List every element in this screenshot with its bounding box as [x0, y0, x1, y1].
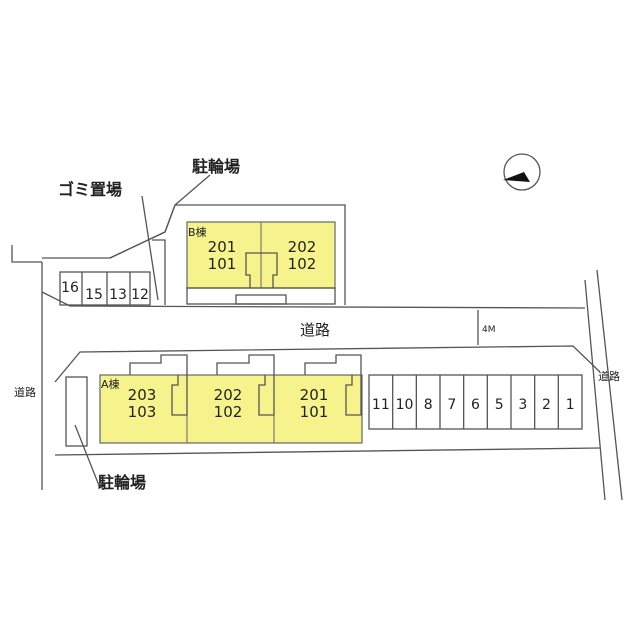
parking-space: 6: [471, 397, 480, 413]
bicycle-leader-line-bottom: [74, 424, 101, 489]
parking-space: 2: [542, 397, 551, 413]
unit-b-101: 101: [208, 255, 237, 273]
parking-space: 10: [396, 397, 414, 413]
building-a-name: A棟: [101, 377, 120, 391]
parking-space: 12: [131, 287, 149, 303]
lower-lot-top: [54, 345, 601, 383]
unit-a-101: 101: [300, 403, 329, 421]
unit-a-201: 201: [300, 386, 329, 404]
parking-space: 5: [495, 397, 504, 413]
bicycle-parking-a: [65, 376, 88, 447]
road-label-right: 道路: [598, 369, 620, 383]
unit-a-103: 103: [128, 403, 157, 421]
lower-lot-bottom: [54, 447, 601, 456]
building-a: A棟 203 103 202 102 201 101: [99, 354, 363, 444]
road-label-center: 道路: [300, 321, 330, 339]
unit-a-202: 202: [214, 386, 243, 404]
parking-space: 8: [424, 397, 433, 413]
unit-a-102: 102: [214, 403, 243, 421]
unit-a-203: 203: [128, 386, 157, 404]
bicycle-leader-line: [109, 174, 211, 259]
parking-space: 13: [109, 287, 127, 303]
unit-b-201: 201: [208, 238, 237, 256]
building-b: B棟 201 101 202 102: [186, 221, 336, 305]
unit-b-102: 102: [288, 255, 317, 273]
road-width-label: 4M: [482, 325, 496, 335]
upper-lot-bottom: [41, 291, 586, 309]
garbage-area-label: ゴミ置場: [58, 180, 122, 199]
parking-space: 16: [61, 280, 79, 296]
bicycle-parking-label-bottom: 駐輪場: [98, 473, 146, 492]
parking-space: 1: [566, 397, 575, 413]
garbage-area: [152, 239, 166, 305]
road-edge-left: [11, 245, 42, 263]
parking-space: 15: [85, 287, 103, 303]
road-label-left: 道路: [14, 385, 36, 399]
parking-top: 16 15 13 12: [59, 271, 151, 306]
road-edge-right: [584, 279, 606, 501]
garbage-leader-line: [141, 195, 159, 301]
parking-space: 7: [447, 397, 456, 413]
road-edge-right-2: [596, 269, 623, 501]
parking-space: 3: [518, 397, 527, 413]
north-arrow-icon: [503, 153, 545, 191]
parking-space: 11: [372, 397, 390, 413]
unit-b-202: 202: [288, 238, 317, 256]
building-b-name: B棟: [188, 225, 207, 239]
bicycle-parking-label-top: 駐輪場: [192, 157, 240, 176]
